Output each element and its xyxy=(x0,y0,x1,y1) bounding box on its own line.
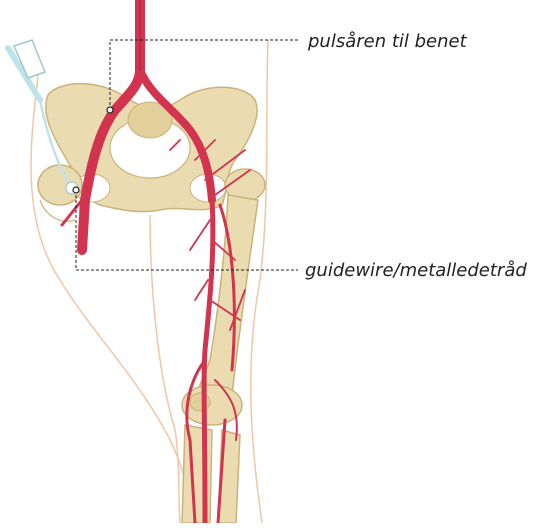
artery-label: pulsåren til benet xyxy=(308,33,467,51)
guidewire-marker-dot xyxy=(73,187,79,193)
artery-marker-dot xyxy=(107,107,113,113)
guidewire-label: guidewire/metalledetråd xyxy=(305,262,527,280)
